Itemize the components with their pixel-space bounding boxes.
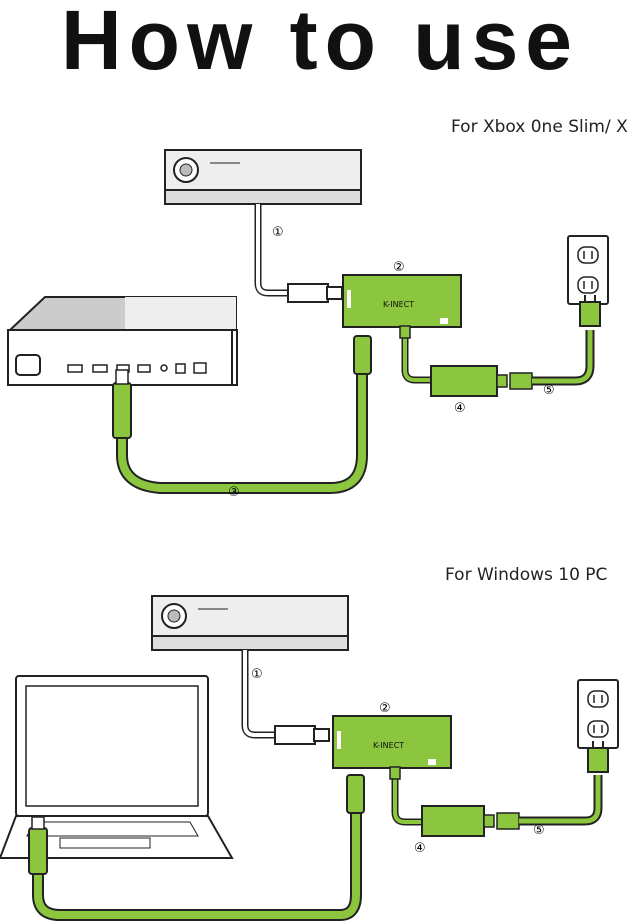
step-1-label: ①: [272, 225, 284, 240]
cable-hub-adapter-1: [401, 335, 432, 384]
power-adapter-2: [421, 805, 520, 837]
kinect-hub-2: K-INECT: [332, 715, 452, 769]
step-5-label: ⑤: [543, 383, 555, 398]
power-cord-1: [532, 330, 595, 386]
laptop: [0, 675, 234, 859]
step-4-label-pc: ④: [414, 841, 426, 856]
step-2-label: ②: [393, 260, 405, 275]
kinect-sensor-2: [151, 595, 349, 651]
hub-label-2: K-INECT: [373, 741, 404, 750]
wall-outlet-1: [567, 235, 609, 327]
step-4-label: ④: [454, 401, 466, 416]
kinect-sensor-1: [164, 149, 362, 205]
cable-1-pc: [241, 650, 277, 739]
connector-1: [287, 283, 329, 303]
cable-hub-adapter-2: [391, 776, 422, 826]
wall-outlet-2: [577, 679, 619, 773]
page-title: How to use: [60, 0, 579, 87]
hub-label-1: K-INECT: [383, 300, 414, 309]
connector-1-pc: [274, 725, 316, 745]
cable-3: [116, 370, 368, 494]
power-adapter-1: [430, 365, 533, 397]
usb-plug-console: [112, 382, 132, 439]
kinect-hub-1: K-INECT: [342, 274, 462, 328]
step-2-label-pc: ②: [379, 701, 391, 716]
step-5-label-pc: ⑤: [533, 823, 545, 838]
section1-caption: For Xbox 0ne Slim/ X: [451, 117, 628, 137]
step-1-label-pc: ①: [251, 667, 263, 682]
cable-1: [254, 204, 290, 297]
usb-plug-laptop: [28, 827, 48, 875]
power-cord-2: [519, 775, 603, 826]
step-3-label: ③: [228, 485, 240, 500]
section2-caption: For Windows 10 PC: [445, 565, 608, 585]
usb-plug-hub: [353, 335, 372, 375]
usb-plug-hub-pc: [346, 774, 365, 814]
